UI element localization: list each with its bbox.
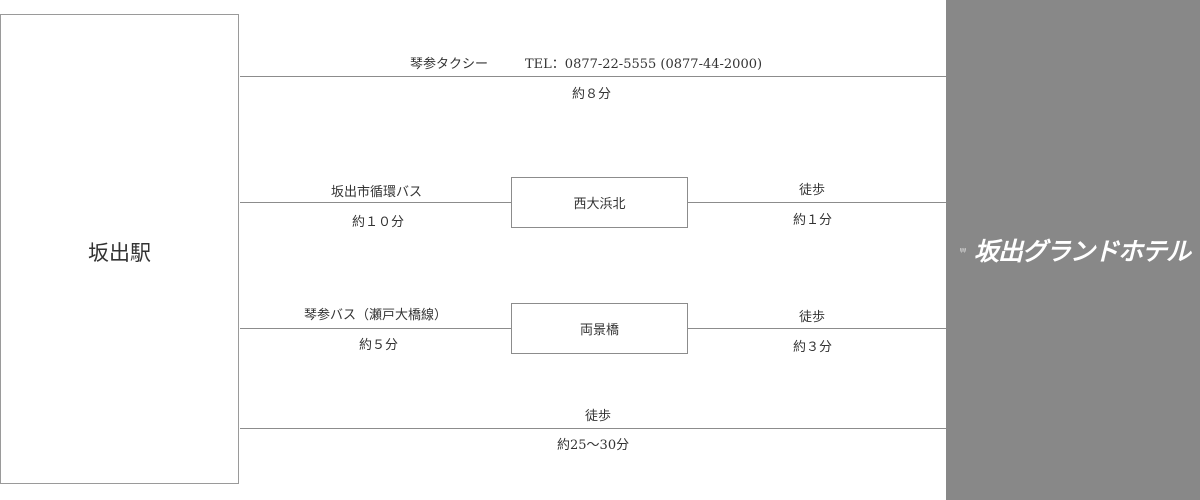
station-box <box>0 14 239 484</box>
hotel-logo-text: 坂出グランドホテル <box>973 237 1191 266</box>
walk-time: 約25〜30分 <box>557 438 630 453</box>
laurel-wreath-emblem-icon: GH <box>960 247 966 253</box>
walk-label: 徒歩 <box>585 409 612 424</box>
bus-stop-nishiohamakita: 西大浜北 <box>511 177 688 228</box>
hotel-logo: GH 坂出グランドホテル <box>960 226 1191 274</box>
loop-walk-time: 約１分 <box>793 213 833 228</box>
loop-bus-time: 約１０分 <box>352 215 405 230</box>
kotosan-walk-label: 徒歩 <box>799 310 826 325</box>
walk-route-line <box>240 428 946 429</box>
taxi-tel: TEL：0877-22-5555 (0877-44-2000) <box>525 57 763 72</box>
svg-text:GH: GH <box>962 249 965 251</box>
taxi-route-line <box>240 76 946 77</box>
kotosan-bus-label: 琴参バス（瀬戸大橋線） <box>304 308 448 323</box>
loop-bus-label: 坂出市循環バス <box>331 185 423 200</box>
kotosan-bus-time: 約５分 <box>359 338 399 353</box>
taxi-time: 約８分 <box>572 87 612 102</box>
bus-stop-ryokeibashi: 両景橋 <box>511 303 688 354</box>
loop-walk-label: 徒歩 <box>799 183 826 198</box>
station-name: 坂出駅 <box>88 241 151 265</box>
kotosan-walk-time: 約３分 <box>793 340 833 355</box>
taxi-label: 琴参タクシー <box>410 57 489 72</box>
hotel-panel <box>946 0 1200 500</box>
